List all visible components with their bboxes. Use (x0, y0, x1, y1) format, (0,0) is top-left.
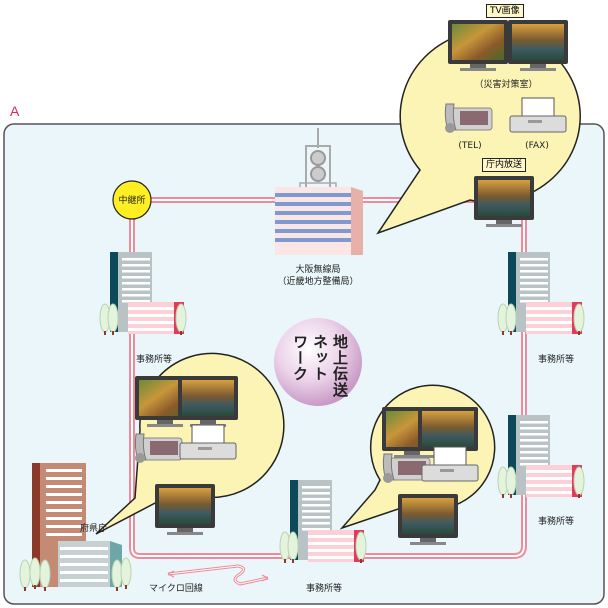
tv-monitor-icon (398, 494, 458, 545)
tv-monitor-icon (155, 484, 215, 535)
tv-monitor-icon (448, 20, 508, 71)
tv-images-tag: TV画像 (486, 4, 524, 18)
office-label-right-lower: 事務所等 (538, 515, 574, 527)
terrestrial-network-sphere (274, 318, 362, 406)
central-station-org: （近畿地方整備局） (277, 275, 358, 287)
in-house-broadcast-tag: 庁内放送 (482, 158, 527, 172)
relay-station-label: 中継所 (118, 194, 145, 206)
tel-label: (TEL) (458, 141, 481, 151)
microwave-label: マイクロ回線 (149, 582, 203, 594)
network-label-col2: ネット (311, 334, 329, 382)
disaster-room-label: （災害対策室） (474, 78, 537, 90)
network-label-col3: ワーク (291, 334, 309, 382)
relay-station: 中継所 (112, 180, 152, 220)
telephone-icon (134, 433, 183, 464)
office-label-left: 事務所等 (136, 353, 172, 365)
fax-label: (FAX) (525, 141, 549, 151)
prefecture-label: 府県庁 (80, 522, 107, 534)
microwave-link-arrow (167, 564, 269, 586)
tv-monitor-icon (178, 376, 238, 427)
network-label-col1: 地上伝送 (331, 334, 349, 398)
central-station-name: 大阪無線局 (295, 263, 340, 275)
tv-monitor-icon (474, 176, 534, 227)
region-label: A (10, 103, 20, 119)
central-station-building (275, 187, 363, 255)
broadcast-tv (474, 176, 534, 227)
tv-monitor-icon (508, 20, 568, 71)
office-label-right-upper: 事務所等 (538, 353, 574, 365)
telephone-icon (444, 103, 493, 134)
office-label-bottom: 事務所等 (306, 582, 342, 594)
